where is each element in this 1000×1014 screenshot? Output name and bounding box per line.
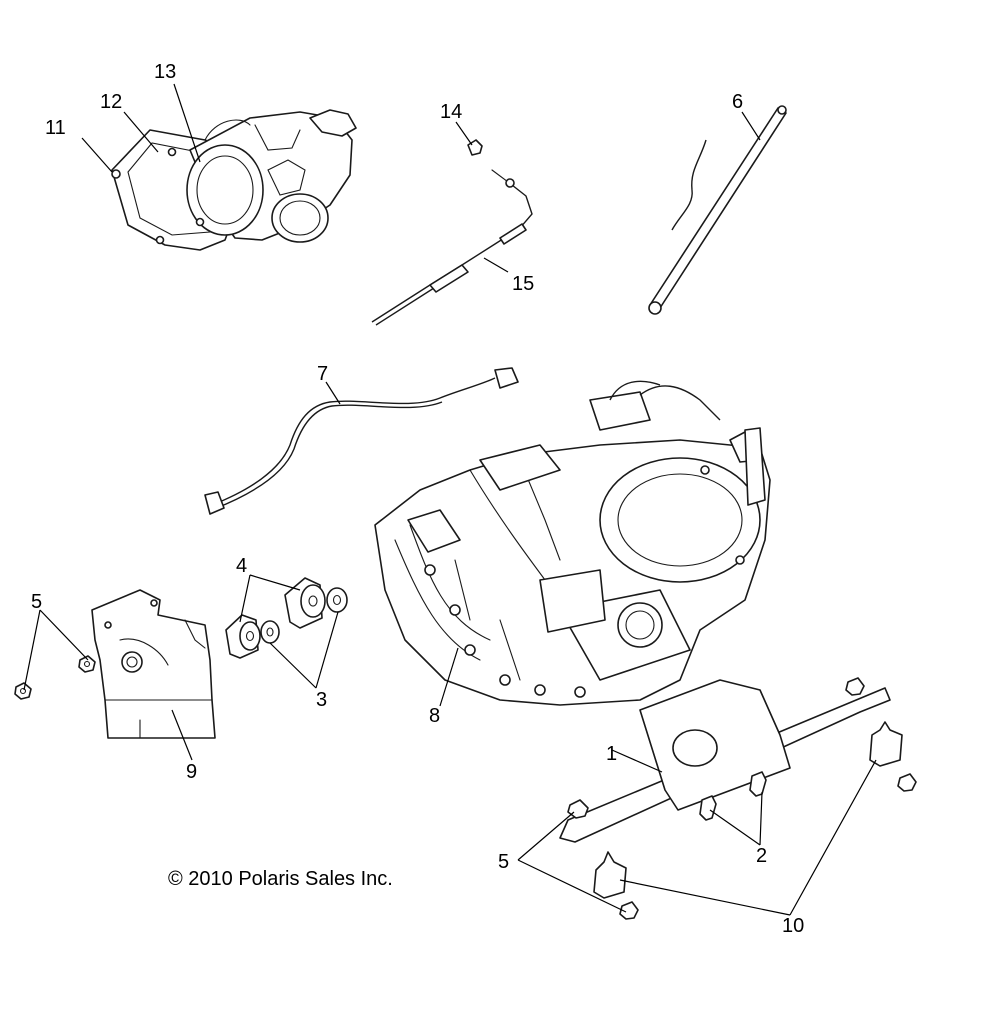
engine-assembly-part-8 [374,380,771,706]
leader-lines [23,83,877,916]
nut-part-5-right [567,677,917,920]
spark-plug-wire-part-7 [204,367,519,515]
callout-11: 11 [45,117,66,139]
dipstick-rod-part-6 [648,105,787,315]
nut-part-5-left [14,655,96,700]
callout-14: 14 [440,101,462,123]
throttle-cable-part-15 [371,169,533,326]
bolt-part-2 [699,771,767,821]
callout-3: 3 [316,689,327,711]
callout-labels: 1 2 3 4 5 5 6 7 8 9 10 11 12 13 14 15 [31,61,804,937]
callout-13: 13 [154,61,176,83]
callout-9: 9 [186,761,197,783]
washer-part-3 [260,587,348,644]
callout-15: 15 [512,273,534,295]
callout-8: 8 [429,705,440,727]
callout-2: 2 [756,845,767,867]
callout-5-right: 5 [498,851,509,873]
callout-4: 4 [236,555,247,577]
callout-1: 1 [606,743,617,765]
callout-10: 10 [782,915,804,937]
callout-6: 6 [732,91,743,113]
copyright-notice: © 2010 Polaris Sales Inc. [168,868,393,890]
callout-7: 7 [317,363,328,385]
callout-5-left: 5 [31,591,42,613]
callout-12: 12 [100,91,122,113]
rubber-mount-part-10 [593,721,903,899]
engine-mount-bracket-part-9 [91,589,216,739]
throttle-body-assembly [111,109,357,251]
rubber-mount-part-4 [225,577,326,659]
